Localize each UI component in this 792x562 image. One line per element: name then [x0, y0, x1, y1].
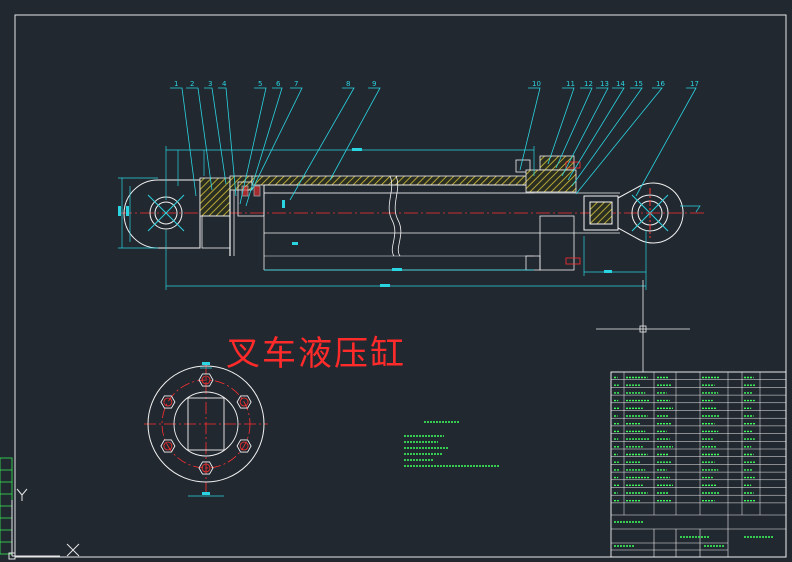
bolt-hole: [239, 441, 249, 451]
bolt-hole: [239, 397, 249, 407]
bolt-hex: [236, 439, 252, 453]
balloon-number: 11: [566, 80, 575, 88]
flange-dim-text-bottom: [202, 492, 210, 495]
piston-rod: [264, 192, 620, 234]
dimension-lines: [118, 146, 701, 290]
balloon-number: 7: [294, 80, 298, 88]
rod-end-eye: [583, 182, 684, 244]
balloon-leaders: [170, 87, 697, 207]
flange-inner-circle: [173, 391, 239, 457]
flange-bolt-circle: [161, 379, 251, 469]
bolt-hex: [198, 461, 214, 475]
flange-end-view[interactable]: [144, 362, 268, 497]
flange-dim-text-top: [202, 362, 210, 365]
ucs-icon: [8, 488, 80, 560]
rear-eye: [123, 179, 201, 249]
drawing-title: 叉车液压缸: [226, 334, 406, 374]
front-gland: [515, 155, 581, 271]
bolt-hex: [160, 439, 176, 453]
balloon-number: 16: [656, 80, 665, 88]
bolt-hex: [198, 373, 214, 387]
technical-requirements-notes: [404, 421, 500, 467]
bolt-hole: [163, 397, 173, 407]
balloon-number: 3: [208, 80, 212, 88]
balloon-number: 2: [190, 80, 194, 88]
balloon-number: 10: [532, 80, 541, 88]
flange-outer-circle: [147, 365, 265, 483]
balloon-number: 14: [616, 80, 625, 88]
balloon-number: 9: [372, 80, 376, 88]
parts-list-table[interactable]: [610, 371, 787, 558]
rear-end-cap: [199, 175, 253, 256]
balloon-number: 15: [634, 80, 643, 88]
balloon-number: 1: [174, 80, 178, 88]
bolt-hole: [201, 375, 211, 385]
balloon-number: 5: [258, 80, 262, 88]
left-layer-strip: [0, 457, 13, 555]
flange-boss: [187, 397, 225, 451]
cylinder-barrel: [251, 175, 535, 271]
bolt-holes: [160, 373, 252, 475]
bolt-hex: [236, 395, 252, 409]
balloon-number: 6: [276, 80, 281, 88]
bolt-hex: [160, 395, 176, 409]
balloon-number: 4: [222, 80, 227, 88]
drawing-frame: [14, 14, 787, 558]
balloon-number: 13: [600, 80, 609, 88]
bolt-hole: [163, 441, 173, 451]
crosshair-cursor: [596, 280, 690, 372]
dimension-ticks: [118, 148, 612, 287]
bolt-hole: [201, 463, 211, 473]
balloon-number: 17: [690, 80, 699, 88]
piston: [237, 181, 265, 270]
parts-grid: [610, 371, 787, 557]
balloon-number: 12: [584, 80, 593, 88]
balloon-number: 8: [346, 80, 350, 88]
